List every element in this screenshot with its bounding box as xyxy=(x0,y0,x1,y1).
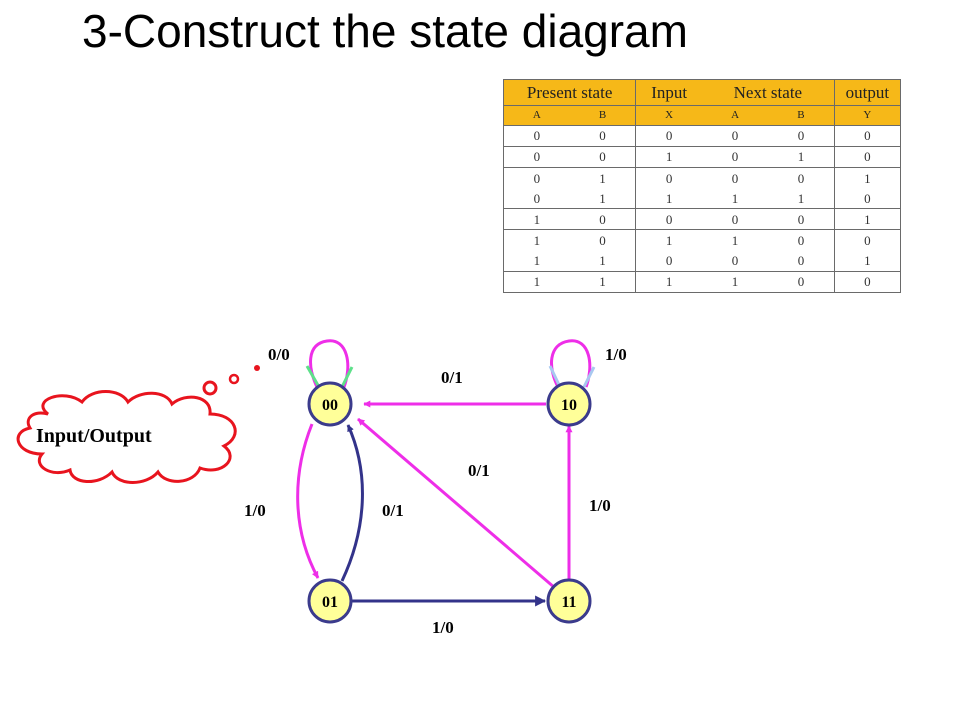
table-column-header-row: A B X A B Y xyxy=(502,105,902,126)
table-cell: 0 xyxy=(502,166,570,189)
slide-title: 3-Construct the state diagram xyxy=(82,5,688,57)
col-header-x: X xyxy=(635,105,702,126)
table-cell: 1 xyxy=(502,229,570,251)
table-cell: 1 xyxy=(635,145,702,168)
label-10-to-00: 0/1 xyxy=(441,368,463,387)
callout-bubble-medium xyxy=(228,373,240,385)
table-cell: 1 xyxy=(701,229,769,251)
table-cell: 1 xyxy=(701,270,769,294)
table-cell: 0 xyxy=(833,270,902,294)
self-loop-00 xyxy=(309,339,350,388)
col-header-a: A xyxy=(502,105,570,126)
table-cell: 0 xyxy=(635,166,702,189)
label-11-to-00: 0/1 xyxy=(468,461,490,480)
label-00-to-01: 1/0 xyxy=(244,501,266,520)
state-table: Present state Input Next state output A … xyxy=(502,78,902,294)
callout-cloud xyxy=(16,390,237,484)
callout-bubble-small xyxy=(254,365,260,371)
state-label-10: 10 xyxy=(561,397,577,414)
edge-11-to-00 xyxy=(357,417,556,590)
table-cell: 1 xyxy=(502,208,570,231)
callout-label: Input/Output xyxy=(36,425,152,447)
state-node-01: 01 xyxy=(307,578,353,624)
self-loop-10-blue-end xyxy=(548,365,562,388)
state-label-01: 01 xyxy=(322,594,338,611)
label-01-to-00: 0/1 xyxy=(382,501,404,520)
header-input: Input xyxy=(635,78,702,107)
col-header-next-b: B xyxy=(768,105,835,126)
header-output: output xyxy=(833,78,902,107)
table-cell: 1 xyxy=(833,208,902,231)
table-cell: 0 xyxy=(833,229,902,251)
table-cell: 0 xyxy=(833,145,902,168)
table-group-header-row: Present state Input Next state output xyxy=(502,78,902,107)
label-01-to-11: 1/0 xyxy=(432,618,454,637)
col-header-y: Y xyxy=(833,105,902,126)
table-cell: 0 xyxy=(502,145,570,168)
state-label-11: 11 xyxy=(561,594,576,611)
table-cell: 0 xyxy=(635,208,702,231)
self-loop-10-blue-start xyxy=(582,366,596,388)
edge-00-to-01 xyxy=(296,423,320,579)
header-present-state: Present state xyxy=(502,78,637,107)
self-loop-00-green-end xyxy=(305,365,321,388)
label-self-10: 1/0 xyxy=(605,345,627,364)
table-cell: 1 xyxy=(502,270,570,294)
state-node-11: 11 xyxy=(546,578,592,624)
table-cell: 1 xyxy=(635,270,702,294)
table-cell: 1 xyxy=(833,166,902,189)
table-cell: 0 xyxy=(701,166,769,189)
input-output-callout: Input/Output xyxy=(16,365,260,484)
table-cell: 0 xyxy=(701,145,769,168)
label-11-to-10: 1/0 xyxy=(589,496,611,515)
state-node-00: 00 xyxy=(307,381,353,427)
header-next-state: Next state xyxy=(701,78,835,107)
col-header-b: B xyxy=(569,105,637,126)
table-cell: 1 xyxy=(635,229,702,251)
callout-bubble-large xyxy=(202,380,218,396)
state-label-00: 00 xyxy=(322,397,338,414)
edge-01-to-00 xyxy=(340,424,364,582)
state-node-10: 10 xyxy=(546,381,592,427)
col-header-next-a: A xyxy=(701,105,769,126)
table-cell: 0 xyxy=(701,208,769,231)
self-loop-00-green-start xyxy=(340,366,354,388)
label-self-00: 0/0 xyxy=(268,345,290,364)
